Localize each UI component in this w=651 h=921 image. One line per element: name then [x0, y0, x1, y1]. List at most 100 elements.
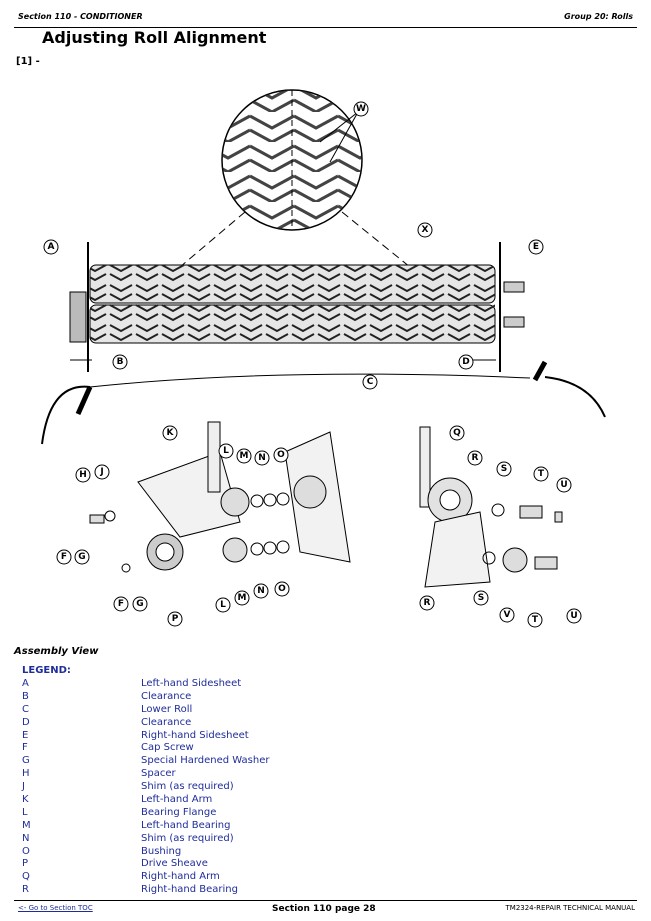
svg-text:T: T [532, 615, 539, 625]
right-exploded-parts [419, 426, 563, 588]
legend-key: H [22, 768, 30, 780]
svg-text:N: N [257, 586, 265, 596]
legend-row: N Shim (as required) [22, 833, 622, 846]
legend-key: N [22, 832, 30, 844]
callout-t-2: T [527, 612, 543, 628]
legend-key: Q [22, 871, 30, 883]
svg-text:M: M [240, 451, 249, 461]
callout-g-2: G [132, 596, 148, 612]
legend-value: Left-hand Arm [141, 794, 213, 806]
callout-l: L [218, 443, 234, 459]
svg-text:L: L [220, 600, 226, 610]
callout-t: T [533, 466, 549, 482]
callout-f-2: F [113, 596, 129, 612]
legend-value: Left-hand Bearing [141, 819, 231, 831]
legend-title: LEGEND: [22, 665, 71, 676]
assembly-illustration: W X A E B C D K H J L M N O F G F G P L … [41, 89, 606, 628]
roll-detail-zoom [221, 89, 363, 231]
callout-k: K [162, 425, 178, 441]
legend-value: Right-hand Bearing [141, 884, 238, 896]
legend-row: Q Right-hand Arm [22, 871, 622, 884]
callout-o: O [273, 447, 289, 463]
svg-text:W: W [356, 104, 366, 114]
legend-row: K Left-hand Arm [22, 794, 622, 807]
callout-g: G [74, 549, 90, 565]
svg-text:P: P [172, 614, 179, 624]
legend-key: M [22, 819, 31, 831]
legend-value: Drive Sheave [141, 858, 208, 870]
svg-text:G: G [78, 552, 85, 562]
svg-text:F: F [118, 599, 124, 609]
svg-text:U: U [570, 611, 577, 621]
callout-l-2: L [215, 597, 231, 613]
svg-text:A: A [48, 242, 55, 252]
legend-key: K [22, 794, 29, 806]
legend-value: Bushing [141, 845, 182, 857]
callout-u-2: U [566, 608, 582, 624]
callout-n-2: N [253, 583, 269, 599]
legend-row: H Spacer [22, 768, 622, 781]
callout-u: U [556, 477, 572, 493]
callout-m-2: M [234, 590, 250, 606]
section-toc-link[interactable]: <- Go to Section TOC [18, 904, 93, 912]
callout-d: D [458, 354, 474, 370]
legend-value: Spacer [141, 768, 176, 780]
step-label: [1] - [16, 56, 40, 67]
svg-text:S: S [501, 464, 507, 474]
section-label: Section 110 - CONDITIONER [18, 12, 143, 21]
legend-value: Left-hand Sidesheet [141, 678, 242, 689]
left-exploded-parts [89, 421, 351, 573]
svg-text:F: F [61, 552, 67, 562]
legend-key: P [22, 858, 29, 870]
svg-text:J: J [99, 467, 103, 477]
manual-title: TM2324-REPAIR TECHNICAL MANUAL [505, 904, 636, 912]
callout-s-2: S [473, 590, 489, 606]
legend-row: P Drive Sheave [22, 858, 622, 871]
legend-key: R [22, 884, 29, 896]
svg-text:N: N [258, 453, 266, 463]
svg-text:G: G [136, 599, 143, 609]
callout-r: R [467, 450, 483, 466]
figure-caption: Assembly View [14, 646, 99, 657]
legend-key: F [22, 742, 28, 754]
legend-value: Clearance [141, 716, 192, 728]
callout-j: J [94, 464, 110, 480]
legend-row: G Special Hardened Washer [22, 755, 622, 768]
callout-a: A [43, 239, 59, 255]
svg-text:L: L [223, 446, 229, 456]
legend-key: G [22, 755, 30, 767]
callout-e: E [528, 239, 544, 255]
legend-row: D Clearance [22, 717, 622, 730]
callout-v: V [499, 607, 515, 623]
legend-key: A [22, 678, 29, 689]
callout-h: H [75, 467, 91, 483]
callout-m: M [236, 448, 252, 464]
legend-key: D [22, 716, 30, 728]
legend-key: L [22, 806, 28, 818]
legend-key: C [22, 703, 29, 715]
legend-value: Right-hand Sidesheet [141, 729, 249, 741]
legend-row: R Right-hand Bearing [22, 884, 622, 897]
svg-text:S: S [478, 593, 484, 603]
callout-o-2: O [274, 581, 290, 597]
callout-q: Q [449, 425, 465, 441]
svg-text:O: O [277, 450, 285, 460]
legend-row: A Left-hand Sidesheet [22, 678, 622, 691]
legend-key: O [22, 845, 30, 857]
callout-r-2: R [419, 595, 435, 611]
svg-text:K: K [167, 428, 175, 438]
svg-text:T: T [538, 469, 545, 479]
legend-value: Special Hardened Washer [141, 755, 270, 767]
legend-value: Shim (as required) [141, 832, 234, 844]
legend-value: Right-hand Arm [141, 871, 220, 883]
svg-text:D: D [462, 357, 469, 367]
legend-value: Cap Screw [141, 742, 194, 754]
svg-text:O: O [278, 584, 286, 594]
callout-w: W [353, 101, 369, 117]
svg-text:M: M [238, 593, 247, 603]
svg-text:X: X [422, 225, 429, 235]
